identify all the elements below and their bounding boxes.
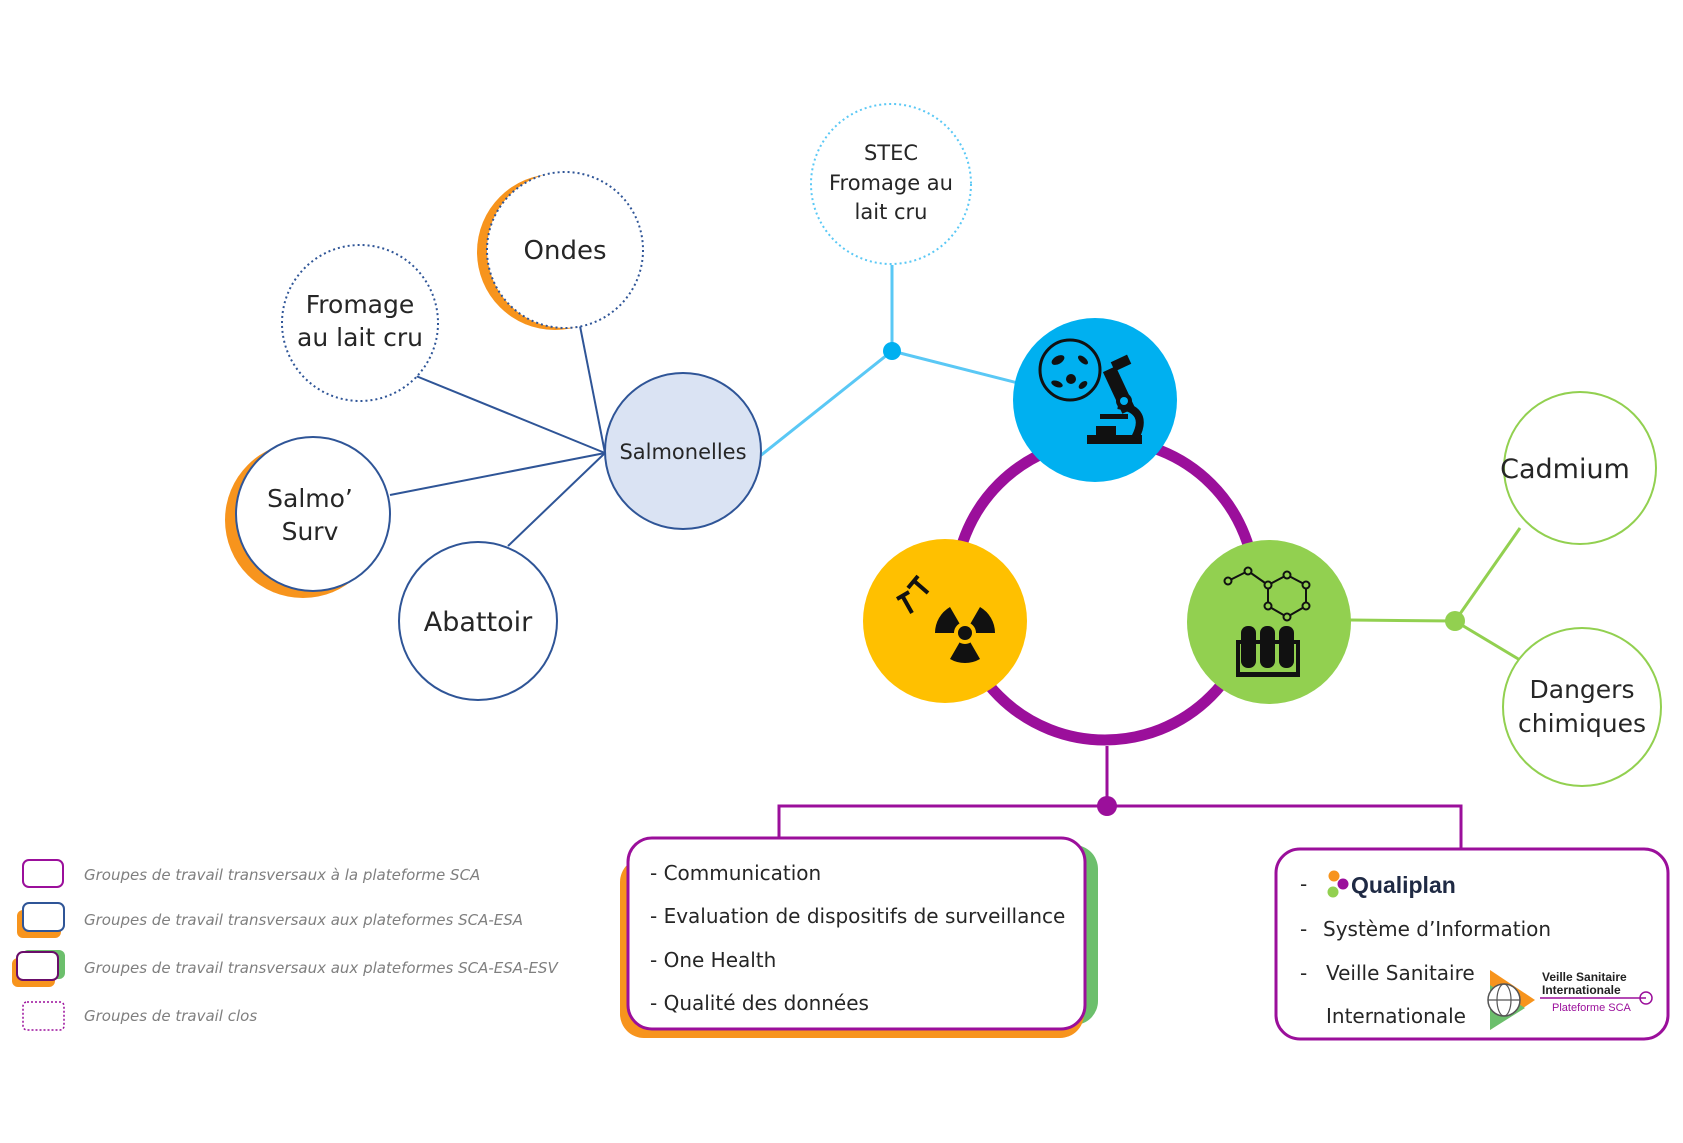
legend-item-sca-esa-esv: Groupes de travail transversaux aux plat… (12, 950, 559, 987)
svg-text:Cadmium: Cadmium (1500, 454, 1630, 485)
radio-hazard-node[interactable] (863, 539, 1027, 703)
qualiplan-logo[interactable]: Qualiplan (1327, 870, 1456, 899)
svg-text:-: - (1300, 961, 1307, 985)
microscope-bacteria-icon (1038, 338, 1144, 444)
svg-text:Veille Sanitaire: Veille Sanitaire (1542, 970, 1627, 984)
svg-text:Plateforme SCA: Plateforme SCA (1552, 1002, 1632, 1014)
legend-item-clos: Groupes de travail clos (22, 1001, 257, 1031)
radiation-icon (895, 574, 995, 664)
svg-text:-: - (1300, 917, 1307, 941)
veille-logo: Veille Sanitaire Internationale Platefor… (1487, 970, 1653, 1030)
connector-junction-bio (891, 349, 1019, 385)
connector-ondes (579, 325, 606, 454)
legend-item-sca-esa: Groupes de travail transversaux aux plat… (17, 902, 523, 938)
connector-abattoir (507, 452, 606, 547)
svg-text:Groupes de travail clos: Groupes de travail clos (84, 1007, 257, 1025)
item-communication[interactable]: - Communication (650, 861, 821, 885)
qualiplan-logo-text: Qualiplan (1351, 872, 1456, 898)
transversal-groups-box: - Communication - Evaluation de disposit… (620, 836, 1098, 1038)
connector-chem-junction (1349, 618, 1456, 623)
legend: Groupes de travail transversaux à la pla… (12, 859, 559, 1031)
node-salmonelles[interactable]: Salmonelles (604, 372, 762, 530)
item-systeme-information[interactable]: Système d’Information (1323, 917, 1551, 941)
chem-hazard-node[interactable] (1187, 540, 1351, 704)
svg-text:Groupes de travail transversau: Groupes de travail transversaux aux plat… (84, 911, 523, 929)
junction-dot-purple (1097, 796, 1117, 816)
connector-junction-cadmium (1453, 527, 1522, 622)
item-one-health[interactable]: - One Health (650, 948, 776, 972)
svg-text:-: - (1300, 872, 1307, 896)
bio-hazard-node[interactable] (1013, 318, 1177, 482)
svg-text:Groupes de travail transversau: Groupes de travail transversaux à la pla… (84, 866, 480, 884)
svg-text:Ondes: Ondes (524, 236, 607, 266)
node-abattoir[interactable]: Abattoir (398, 541, 558, 701)
legend-item-sca: Groupes de travail transversaux à la pla… (22, 859, 480, 888)
node-cadmium[interactable]: Cadmium (1500, 391, 1657, 545)
node-salmosurv[interactable]: Salmo’Surv (225, 436, 391, 598)
connector-salmonelles-junction (759, 349, 893, 458)
item-qualite[interactable]: - Qualité des données (650, 991, 869, 1015)
junction-dot-green (1445, 611, 1465, 631)
svg-text:Salmo’Surv: Salmo’Surv (267, 484, 353, 546)
svg-text:Salmonelles: Salmonelles (619, 440, 746, 464)
test-tubes-molecule-icon (1223, 566, 1311, 677)
connectors (389, 265, 1522, 848)
svg-text:Groupes de travail transversau: Groupes de travail transversaux aux plat… (84, 959, 559, 977)
svg-text:Internationale: Internationale (1542, 983, 1621, 997)
svg-text:Abattoir: Abattoir (424, 607, 533, 638)
connector-fromage (415, 375, 606, 454)
node-ondes[interactable]: Ondes (477, 171, 644, 330)
junction-dot-blue (883, 342, 901, 360)
connector-salmosurv (389, 452, 606, 496)
tools-box: - Qualiplan - Système d’Information - Ve… (1274, 847, 1670, 1041)
connector-purple-bracket (777, 804, 1463, 848)
connector-junction-dangers (1454, 619, 1521, 662)
item-veille-line2[interactable]: Internationale (1326, 1004, 1466, 1028)
item-veille-line1[interactable]: Veille Sanitaire (1326, 961, 1475, 985)
item-evaluation[interactable]: - Evaluation de dispositifs de surveilla… (650, 904, 1065, 928)
